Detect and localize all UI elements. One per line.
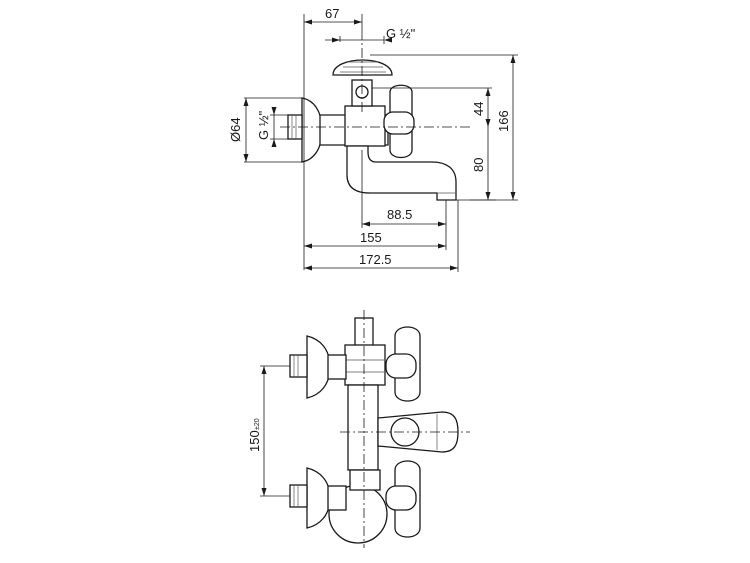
valve-housing: [344, 105, 386, 147]
upper-body: [344, 344, 386, 386]
dim-150-tolerance: ±20: [254, 418, 261, 430]
dim-155: 155: [360, 230, 382, 245]
dim-67: 67: [325, 6, 339, 21]
upper-handle-hub: [385, 353, 417, 379]
dim-166: 166: [496, 110, 511, 132]
dim-dia-64: Ø64: [228, 117, 243, 142]
upper-inlet: [289, 354, 308, 378]
dim-thread-top: G ½": [386, 26, 416, 41]
front-view: 150 ±20: [247, 310, 470, 548]
handle-hub: [383, 111, 415, 135]
upper-rosette: [306, 335, 331, 399]
spout: [346, 145, 457, 201]
dim-88-5: 88.5: [387, 207, 412, 222]
side-view: 67 G ½" Ø64 G ½" 44 80: [228, 6, 518, 272]
dim-44: 44: [471, 102, 486, 116]
dome-handle: [332, 59, 393, 76]
lower-connector: [327, 485, 347, 511]
diverter-neck: [349, 469, 381, 491]
lower-handle-hub: [385, 485, 417, 511]
dim-80: 80: [471, 158, 486, 172]
dim-172-5: 172.5: [359, 252, 392, 267]
dim-thread-side: G ½": [256, 110, 271, 140]
upper-connector: [327, 354, 347, 380]
dim-150: 150: [247, 430, 262, 452]
center-column: [347, 384, 379, 471]
lower-rosette: [306, 467, 331, 529]
lower-inlet: [289, 484, 308, 508]
wall-rosette: [301, 97, 323, 163]
